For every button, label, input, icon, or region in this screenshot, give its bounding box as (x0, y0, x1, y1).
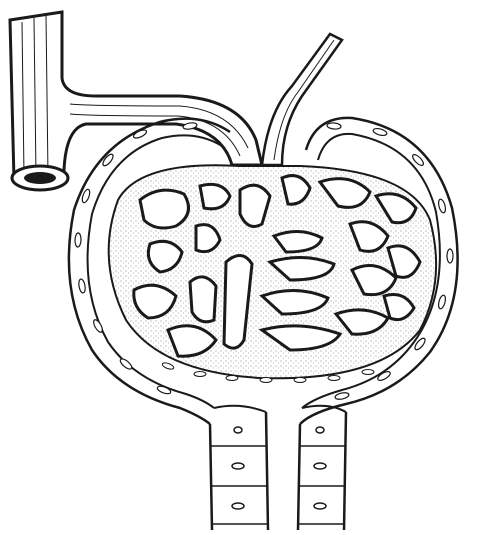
proximal-tubule (210, 406, 346, 530)
afferent-vessel (10, 12, 262, 190)
efferent-vessel (262, 34, 342, 165)
